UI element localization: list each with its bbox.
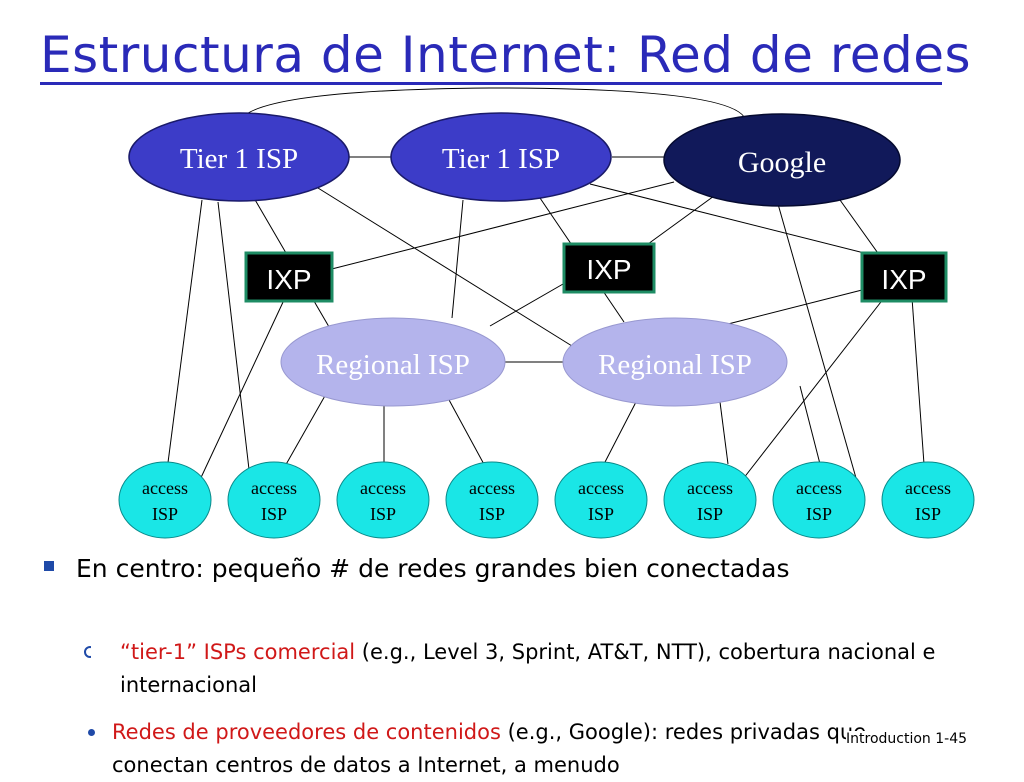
connection-lines [165,87,925,489]
square-bullet-icon [44,561,54,571]
dot-bullet-icon [88,729,95,736]
access-isp-label-top: access [469,478,515,498]
access-isp-node: access ISP [554,461,648,539]
access-isp-label-bottom: ISP [261,504,287,524]
bullet-tier1-isps-text: “tier-1” ISPs comercial (e.g., Level 3, … [120,636,944,702]
access-isp-label-bottom: ISP [697,504,723,524]
access-isp-shape [336,461,430,539]
title-underline [40,82,942,85]
ixp-node-center: IXP [562,242,656,294]
access-isp-label-top: access [360,478,406,498]
access-isp-shape [554,461,648,539]
slide-footer: Introduction 1-45 [846,731,968,747]
ixp-label-center: IXP [586,254,631,285]
bullet-core-networks-text: En centro: pequeño # de redes grandes bi… [76,554,790,583]
access-isp-label-bottom: ISP [915,504,941,524]
access-isp-node: access ISP [445,461,539,539]
access-isp-node: access ISP [118,461,212,539]
tier1-isp-node-b: Tier 1 ISP [390,112,612,202]
slide-title: Estructura de Internet: Red de redes [40,26,972,84]
regional-isp-label-right: Regional ISP [598,349,752,381]
regional-isp-node-right: Regional ISP [562,317,788,407]
access-isp-shape [445,461,539,539]
access-isp-shape [118,461,212,539]
bullet-tier1-isps: “tier-1” ISPs comercial (e.g., Level 3, … [84,636,944,702]
google-shape [663,113,901,207]
access-isp-label-bottom: ISP [479,504,505,524]
access-isp-node: access ISP [663,461,757,539]
access-isp-label-top: access [687,478,733,498]
access-isp-shape [227,461,321,539]
ixp-node-left: IXP [244,251,334,303]
access-isp-shape [881,461,975,539]
regional-isp-label-left: Regional ISP [316,349,470,381]
access-isp-label-top: access [796,478,842,498]
tier1-isp-shape-a [128,112,350,202]
access-isp-label-top: access [251,478,297,498]
access-isp-label-top: access [905,478,951,498]
access-isp-label-bottom: ISP [152,504,178,524]
open-circle-bullet-icon [84,646,98,658]
access-isp-node: access ISP [336,461,430,539]
ixp-shape-center [562,242,656,294]
bullet-tier1-isps-detail: (e.g., Level 3, Sprint, AT&T, NTT), cobe… [120,640,936,697]
access-isp-label-top: access [142,478,188,498]
access-isp-shape [772,461,866,539]
bullet-content-providers: Redes de proveedores de contenidos (e.g.… [88,716,968,782]
google-label: Google [738,146,826,179]
ixp-shape-right [860,251,948,303]
google-node: Google [663,113,901,207]
bullet-core-networks: En centro: pequeño # de redes grandes bi… [40,552,820,585]
tier1-isp-node-a: Tier 1 ISP [128,112,350,202]
access-isp-shape [663,461,757,539]
access-isp-node: access ISP [227,461,321,539]
access-isp-label-bottom: ISP [588,504,614,524]
access-isp-label-bottom: ISP [370,504,396,524]
tier1-isp-label-b: Tier 1 ISP [442,143,560,175]
tier1-isp-label-a: Tier 1 ISP [180,143,298,175]
ixp-label-left: IXP [266,264,311,295]
bullet-tier1-isps-highlight: “tier-1” ISPs comercial [120,640,356,664]
regional-isp-shape-left [280,317,506,407]
access-isp-node: access ISP [772,461,866,539]
regional-isp-shape-right [562,317,788,407]
access-isp-label-bottom: ISP [806,504,832,524]
access-isp-label-top: access [578,478,624,498]
tier1-isp-shape-b [390,112,612,202]
bullet-content-providers-text: Redes de proveedores de contenidos (e.g.… [112,716,968,782]
ixp-label-right: IXP [881,264,926,295]
ixp-shape-left [244,251,334,303]
link-tier1a-google-arc [237,87,747,125]
access-isp-node: access ISP [881,461,975,539]
regional-isp-node-left: Regional ISP [280,317,506,407]
ixp-node-right: IXP [860,251,948,303]
bullet-content-providers-highlight: Redes de proveedores de contenidos [112,720,501,744]
